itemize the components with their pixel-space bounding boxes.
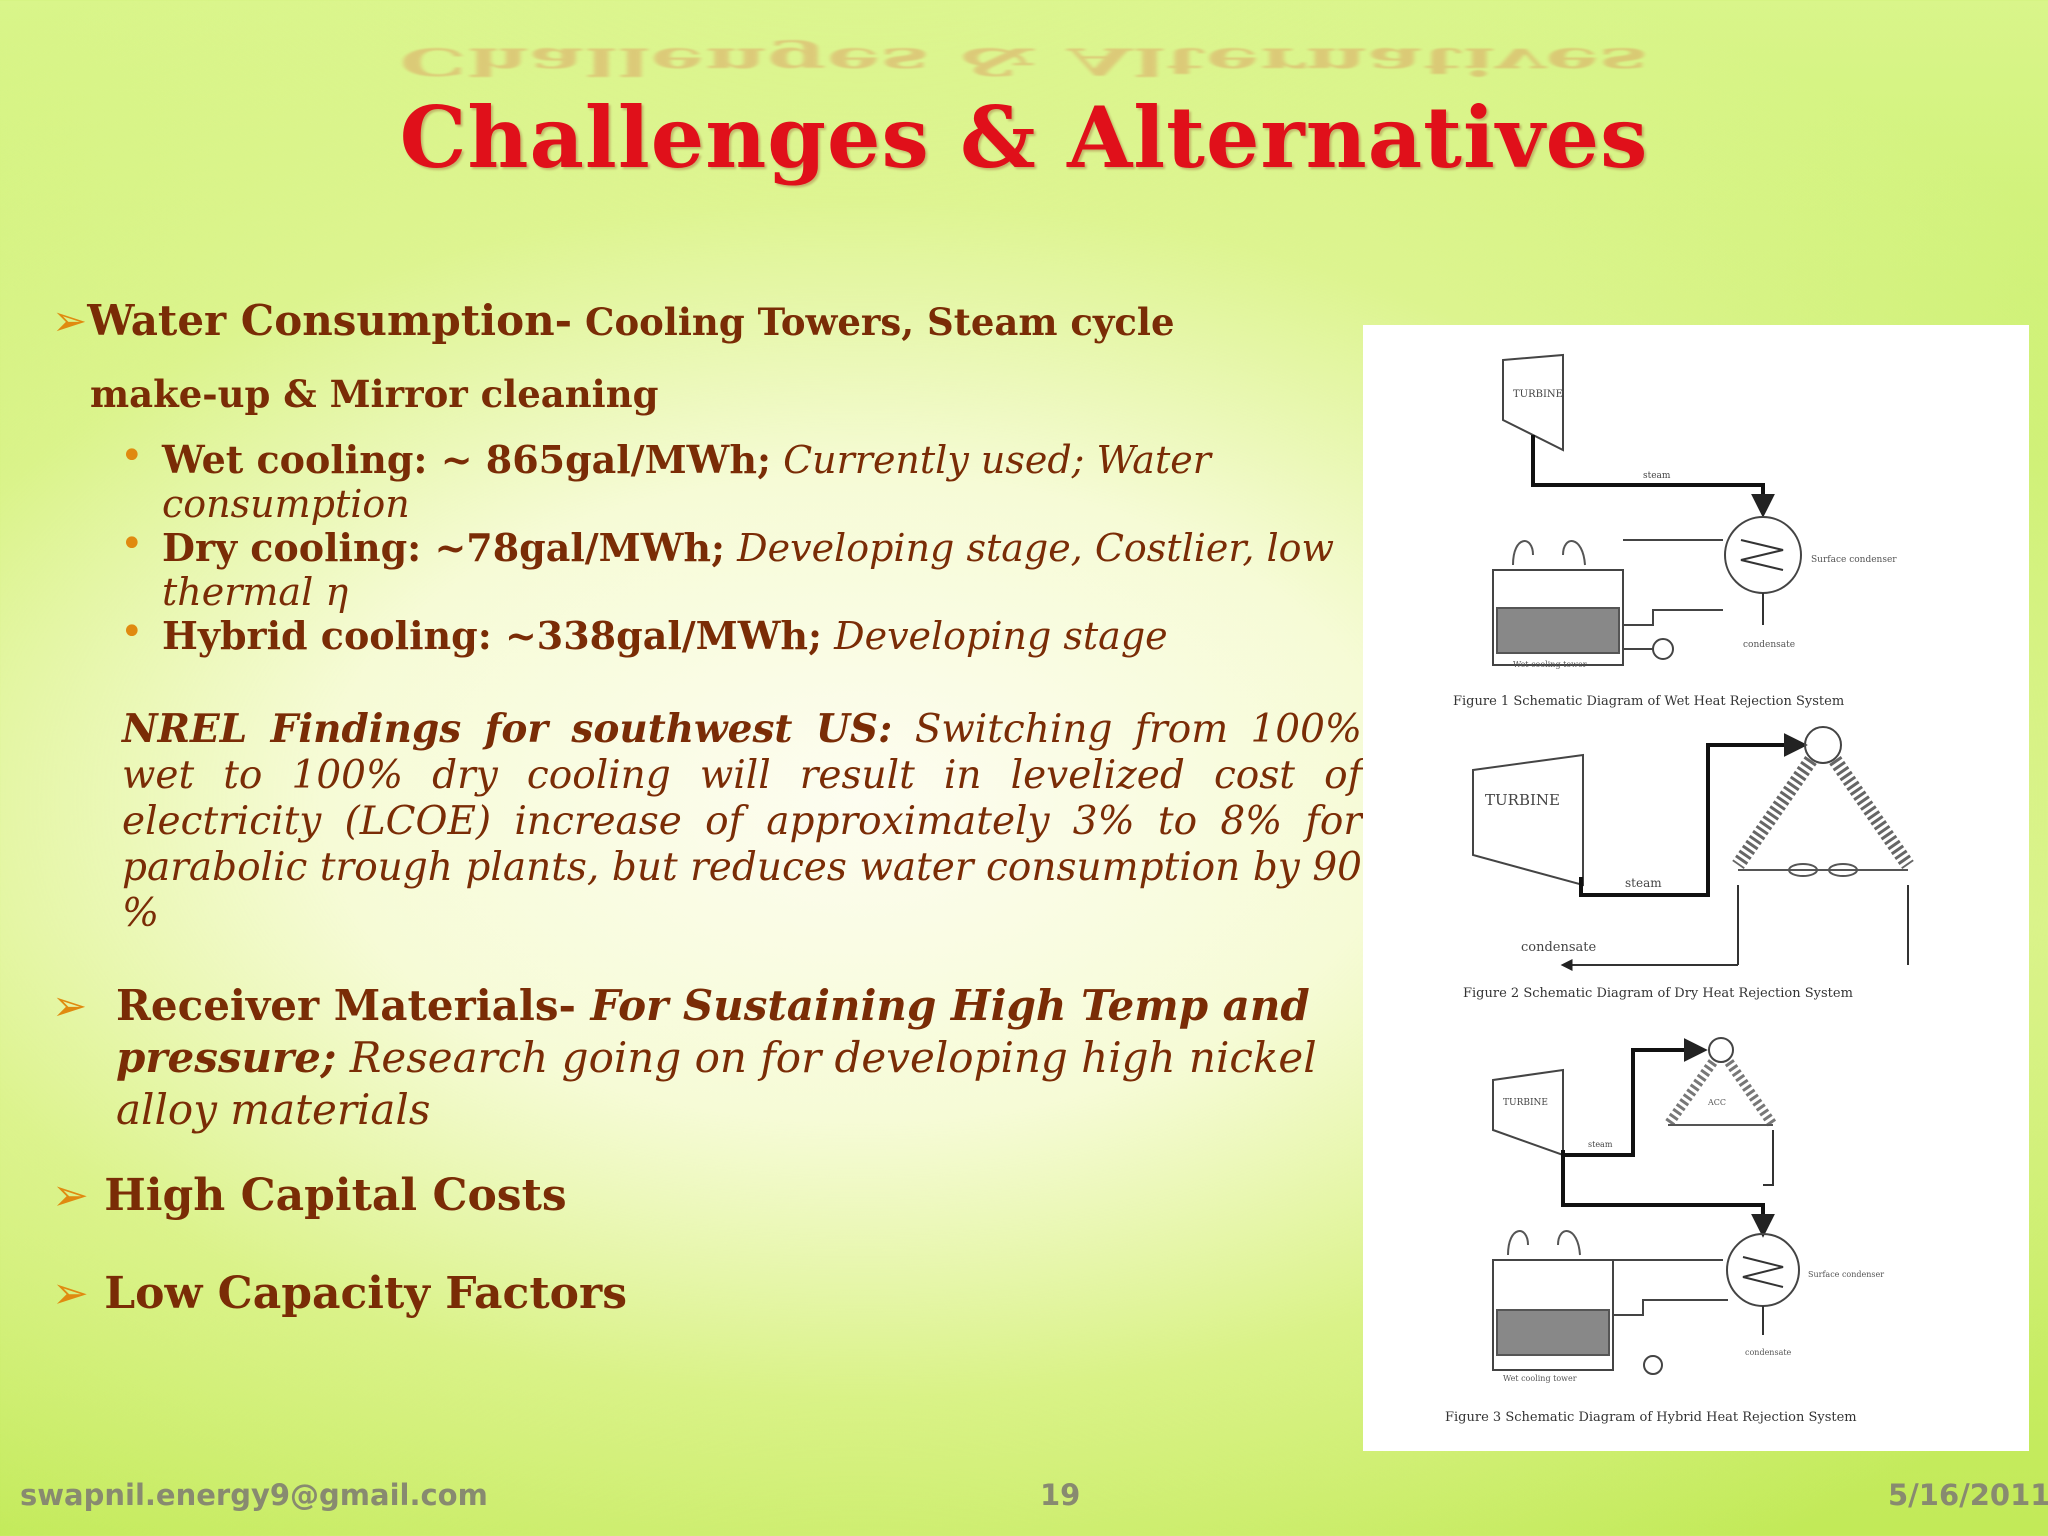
bullet-italic: Developing stage, Costlier, low thermal … xyxy=(162,526,1335,614)
fan-icon xyxy=(1788,863,1818,877)
fig1-tower-label: Wet cooling tower xyxy=(1513,660,1587,669)
fig2-steam-label: steam xyxy=(1625,876,1662,890)
slide-title: Challenges & Alternatives xyxy=(399,88,1649,187)
bullet-italic: Currently used; Water consumption xyxy=(162,438,1211,526)
receiver-heading: Receiver Materials- xyxy=(116,981,576,1030)
bullet-bold: Hybrid cooling: ~338gal/MWh; xyxy=(162,613,823,658)
low-capacity-factors-text: Low Capacity Factors xyxy=(104,1268,627,1319)
fig3-acc-label: ACC xyxy=(1707,1098,1726,1107)
fig1-condenser-label: Surface condenser xyxy=(1811,555,1897,565)
bullet-dot-icon: • xyxy=(120,609,144,655)
turbine-icon xyxy=(1502,353,1564,452)
fig1-turbine-label: TURBINE xyxy=(1513,389,1563,400)
fig3-caption: Figure 3 Schematic Diagram of Hybrid Hea… xyxy=(1445,1410,1857,1425)
bullet-bold: Dry cooling: ~78gal/MWh; xyxy=(162,525,726,570)
heat-rejection-diagrams: TURBINE steam Surface condenser condensa… xyxy=(1445,353,1914,1425)
pump-icon xyxy=(1652,638,1674,660)
bullet-bold: Wet cooling: ~ 865gal/MWh; xyxy=(162,437,771,482)
air-cooled-condenser-icon xyxy=(1732,756,1914,869)
list-item: • Wet cooling: ~ 865gal/MWh; Currently u… xyxy=(120,434,1350,526)
turbine-icon xyxy=(1492,1068,1564,1157)
bullet-dot-icon: • xyxy=(120,433,144,479)
footer-date: 5/16/2011 xyxy=(1888,1478,2048,1512)
arrow-bullet-icon: ➢ xyxy=(52,1268,89,1319)
receiver-materials-item: ➢ Receiver Materials- For Sustaining Hig… xyxy=(52,980,1372,1136)
water-heading-text: Water Consumption- xyxy=(87,296,573,345)
high-capital-costs-text: High Capital Costs xyxy=(104,1170,567,1221)
fig3-turbine-label: TURBINE xyxy=(1503,1098,1548,1108)
list-item: • Hybrid cooling: ~338gal/MWh; Developin… xyxy=(120,610,1350,658)
nrel-findings-text: Switching from 100% wet to 100% dry cool… xyxy=(122,707,1362,936)
acc-header-icon xyxy=(1804,726,1842,764)
footer-page-number: 19 xyxy=(1040,1478,1081,1512)
slide-title-wrap: Challenges & Alternatives xyxy=(0,88,2048,187)
list-item: • Dry cooling: ~78gal/MWh; Developing st… xyxy=(120,522,1350,614)
wet-cooling-tower-icon xyxy=(1492,1259,1614,1371)
fig1-caption: Figure 1 Schematic Diagram of Wet Heat R… xyxy=(1453,694,1844,709)
fig3-condenser-label: Surface condenser xyxy=(1808,1270,1884,1279)
fig3-condensate-label: condensate xyxy=(1745,1348,1792,1357)
bullet-italic: Developing stage xyxy=(822,614,1168,658)
receiver-italic: Research going on for developing high ni… xyxy=(116,1033,1317,1134)
fig2-condensate-label: condensate xyxy=(1521,940,1597,955)
water-subheading-text: Cooling Towers, Steam cycle xyxy=(572,300,1175,344)
fig1-steam-label: steam xyxy=(1643,471,1671,481)
arrow-bullet-icon: ➢ xyxy=(52,981,88,1030)
high-capital-costs-item: ➢ High Capital Costs xyxy=(52,1170,567,1221)
fig1-condensate-label: condensate xyxy=(1743,640,1795,650)
water-heading-line2: make-up & Mirror cleaning xyxy=(90,372,659,416)
bullet-dot-icon: • xyxy=(120,521,144,567)
fig2-caption: Figure 2 Schematic Diagram of Dry Heat R… xyxy=(1463,986,1853,1001)
fig2-turbine-label: TURBINE xyxy=(1485,791,1560,809)
fig3-tower-label: Wet cooling tower xyxy=(1503,1374,1577,1383)
receiver-bold-italic: For Sustaining High Temp and pressure; xyxy=(116,981,1310,1082)
figure-3-hybrid-diagram: TURBINE steam ACC Surface condenser cond… xyxy=(1445,1037,1884,1425)
wet-cooling-tower-icon xyxy=(1492,569,1624,666)
slide-title-reflection: Challenges & Alternatives xyxy=(399,39,1649,84)
arrow-bullet-icon: ➢ xyxy=(52,1170,89,1221)
footer-email: swapnil.energy9@gmail.com xyxy=(20,1478,488,1512)
figure-1-wet-diagram: TURBINE steam Surface condenser condensa… xyxy=(1453,353,1897,709)
nrel-findings-label: NREL Findings for southwest US: xyxy=(122,706,893,752)
cooling-bullet-list: • Wet cooling: ~ 865gal/MWh; Currently u… xyxy=(120,434,1350,658)
pump-icon xyxy=(1643,1355,1663,1375)
fig3-steam-label: steam xyxy=(1588,1140,1613,1149)
air-cooled-condenser-icon xyxy=(1663,1059,1778,1128)
turbine-icon xyxy=(1472,753,1584,887)
surface-condenser-icon xyxy=(1726,1233,1800,1307)
figure-2-dry-diagram: TURBINE steam condensate Figure 2 Schema… xyxy=(1463,726,1914,1001)
nrel-findings-paragraph: NREL Findings for southwest US: Switchin… xyxy=(122,706,1362,937)
low-capacity-factors-item: ➢ Low Capacity Factors xyxy=(52,1268,627,1319)
heat-rejection-figures-panel: TURBINE steam Surface condenser condensa… xyxy=(1363,325,2029,1451)
arrow-bullet-icon: ➢ xyxy=(52,296,88,345)
water-consumption-heading: ➢Water Consumption- Cooling Towers, Stea… xyxy=(52,296,1175,345)
